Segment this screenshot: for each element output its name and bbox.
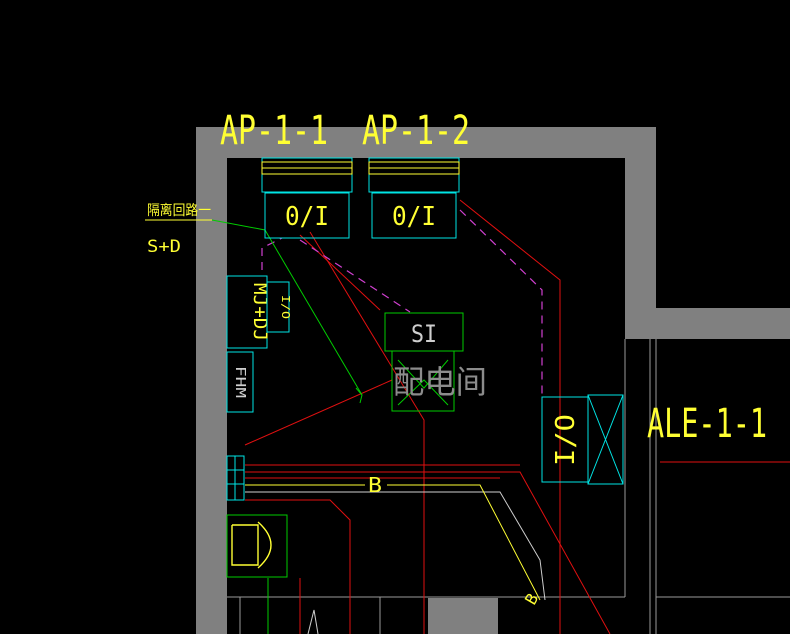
fhm-label: FHM xyxy=(232,366,247,398)
yellow-wiring xyxy=(145,219,541,601)
terminal-block-2 xyxy=(368,157,460,193)
distribution-symbol xyxy=(391,350,455,412)
panel-label-ap-1-2: AP-1-2 xyxy=(362,108,470,154)
terminal-strip-left xyxy=(226,455,245,501)
io-small-label: I/O xyxy=(279,295,292,319)
mj-dj-label: MJ+DJ xyxy=(249,283,271,341)
magenta-wiring xyxy=(261,209,543,395)
io-right-x-box xyxy=(587,394,624,485)
panel-label-ale-1-1: ALE-1-1 xyxy=(647,401,767,447)
wall-right-upper xyxy=(625,127,656,339)
bottom-details xyxy=(307,609,319,634)
isolation-circuit-label: 隔离回路一 xyxy=(147,202,211,219)
io-right-box[interactable]: I/O xyxy=(541,396,589,483)
red-wiring xyxy=(244,199,790,634)
panel-label-ap-1-1: AP-1-1 xyxy=(220,108,328,154)
white-wiring xyxy=(245,491,546,601)
walls xyxy=(196,127,790,634)
si-box[interactable]: SI xyxy=(384,312,464,352)
terminal-block-1 xyxy=(261,157,353,193)
io-box-1[interactable]: 0/I xyxy=(264,192,350,239)
room-outline xyxy=(227,339,790,634)
wall-top xyxy=(196,127,656,158)
basin-symbol xyxy=(226,514,288,578)
bus-b-label: B xyxy=(368,473,382,497)
si-label: SI xyxy=(411,320,437,348)
bus-b-lower-label: B xyxy=(521,590,542,608)
sd-label: S+D xyxy=(147,237,181,257)
io-right-label: I/O xyxy=(551,414,581,466)
io-box-1-label: 0/I xyxy=(285,202,329,232)
wall-bottom-stub xyxy=(428,598,498,634)
wall-left xyxy=(196,127,227,634)
room-name-label: 配电间 xyxy=(393,363,487,401)
wall-right-ledge xyxy=(625,308,790,339)
io-box-2[interactable]: 0/I xyxy=(371,192,457,239)
fhm-box[interactable]: FHM xyxy=(226,351,254,413)
io-box-2-label: 0/I xyxy=(392,202,436,232)
mj-dj-box[interactable]: MJ+DJ xyxy=(226,275,271,349)
io-small-box[interactable]: I/O xyxy=(266,281,292,333)
